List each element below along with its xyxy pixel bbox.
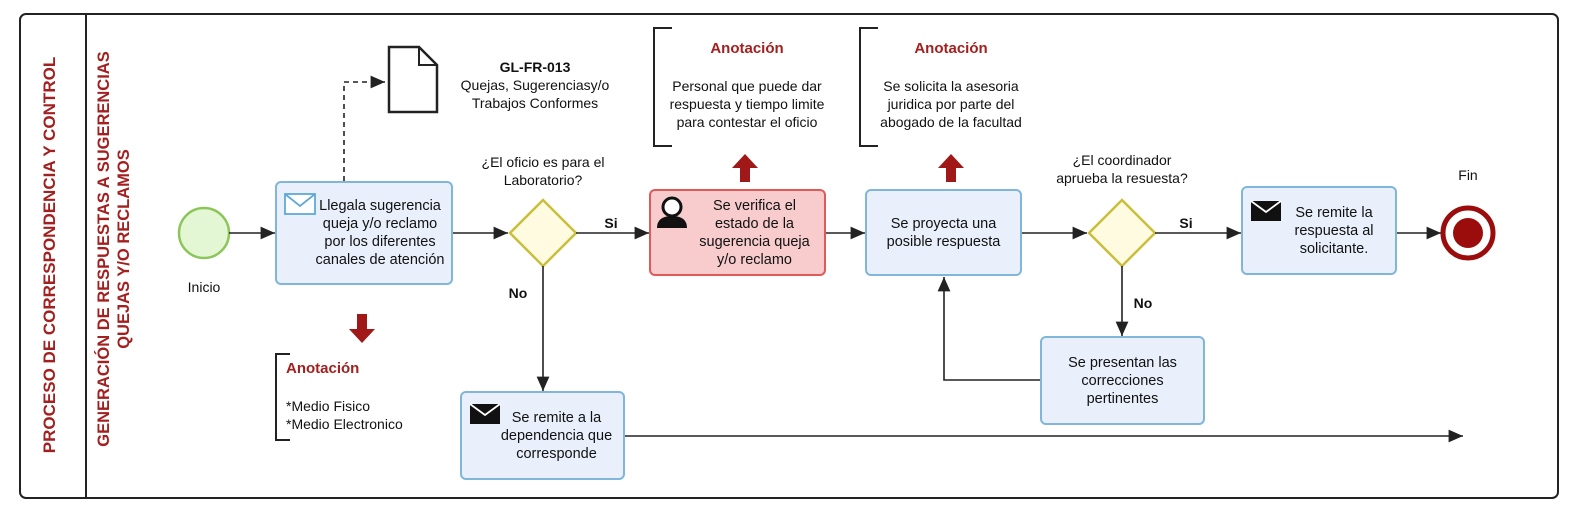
question-line: ¿El coordinador (1072, 152, 1172, 168)
task-line: Se remite a la (511, 409, 602, 426)
annotation-1: Anotación Personal que puede dar respues… (662, 40, 832, 131)
task-line: Llegala sugerencia (319, 198, 441, 214)
task-send-reply[interactable]: Se remite la respuesta al solicitante. (1241, 186, 1397, 275)
flow-label-no: No (508, 285, 528, 301)
task-line: Se verifica el (712, 197, 796, 214)
document-icon (387, 45, 439, 114)
task-line: estado de la (714, 215, 794, 232)
end-event-label: Fin (1458, 167, 1478, 183)
task-line: queja y/o reclamo (322, 216, 438, 232)
pool-frame (19, 13, 1559, 499)
annotation-line: Personal que puede dar (672, 78, 822, 94)
task-receive-suggestion[interactable]: Llegala sugerencia queja y/o reclamo por… (275, 181, 453, 285)
gateway-laboratorio-question: ¿El oficio es para el Laboratorio? (458, 153, 628, 189)
task-line: y/o reclamo (717, 251, 792, 268)
question-line: ¿El oficio es para el (481, 154, 605, 170)
task-line: por los diferentes (324, 234, 436, 250)
up-arrow-icon-1 (732, 154, 758, 182)
annotation-title: Anotación (286, 360, 360, 377)
sequence-flows (229, 75, 1463, 443)
task-line: sugerencia queja (699, 233, 810, 250)
gateway-coordinador[interactable] (1087, 198, 1157, 268)
annotation-bracket-2 (859, 27, 878, 147)
task-verify-status[interactable]: Se verifica el estado de la sugerencia q… (649, 189, 826, 276)
annotation-line: juridica por parte del (887, 96, 1015, 112)
annotation-line: *Medio Fisico (286, 398, 371, 414)
annotation-2: Anotación Se solicita la asesoria juridi… (866, 40, 1036, 131)
start-event-label: Inicio (187, 279, 221, 295)
annotation-line: para contestar el oficio (676, 114, 818, 130)
annotation-bracket-3 (275, 353, 290, 441)
gateway-coordinador-question: ¿El coordinador aprueba la resuesta? (1037, 151, 1207, 187)
annotation-title: Anotación (710, 40, 784, 57)
task-line: corresponde (516, 445, 597, 462)
annotation-line: respuesta y tiempo limite (669, 96, 825, 112)
task-line: Se remite la (1295, 205, 1373, 221)
annotation-line: abogado de la facultad (880, 114, 1022, 130)
task-line: solicitante. (1299, 241, 1369, 257)
gateway-laboratorio[interactable] (508, 198, 578, 268)
task-line: pertinentes (1086, 390, 1159, 407)
task-line: Se proyecta una (890, 215, 997, 232)
up-arrow-icon-2 (938, 154, 964, 182)
annotation-3: Anotación *Medio Fisico *Medio Electroni… (286, 360, 436, 433)
flow-label-yes: Si (604, 215, 618, 231)
task-line: posible respuesta (886, 233, 1001, 250)
question-line: Laboratorio? (503, 172, 583, 188)
annotation-bracket-1 (653, 27, 672, 147)
task-line: correcciones (1081, 372, 1164, 389)
lane-title-line2: QUEJAS Y/O RECLAMOS (115, 149, 133, 349)
task-line: Se presentan las (1068, 354, 1177, 371)
flow-label-no: No (1133, 295, 1153, 311)
down-arrow-icon (349, 314, 375, 343)
lane-title: GENERACIÓN DE RESPUESTAS A SUGERENCIAS Q… (94, 39, 134, 459)
question-line: aprueba la resuesta? (1056, 170, 1188, 186)
document-line: Quejas, Sugerenciasy/o (460, 77, 610, 93)
pool-title: PROCESO DE CORRESPONDENCIA Y CONTROL (40, 56, 59, 454)
document-label: GL-FR-013 Quejas, Sugerenciasy/o Trabajo… (440, 58, 630, 112)
task-present-corrections[interactable]: Se presentan las correcciones pertinente… (1040, 336, 1205, 425)
end-event-core (1453, 218, 1483, 248)
lane-title-line1: GENERACIÓN DE RESPUESTAS A SUGERENCIAS (95, 51, 113, 447)
task-draft-response[interactable]: Se proyecta una posible respuesta (865, 189, 1022, 276)
annotation-title: Anotación (914, 40, 988, 57)
document-code: GL-FR-013 (499, 59, 571, 75)
start-event[interactable] (177, 206, 231, 260)
flow-label-yes: Si (1179, 215, 1193, 231)
document-fold (418, 47, 437, 66)
task-forward-dependency[interactable]: Se remite a la dependencia que correspon… (460, 391, 625, 480)
task-line: dependencia que (500, 427, 613, 444)
annotation-line: Se solicita la asesoria (883, 78, 1019, 94)
task-line: canales de atención (315, 252, 445, 268)
task-line: respuesta al (1294, 223, 1374, 239)
annotation-line: *Medio Electronico (286, 416, 403, 432)
document-line: Trabajos Conformes (471, 95, 599, 111)
